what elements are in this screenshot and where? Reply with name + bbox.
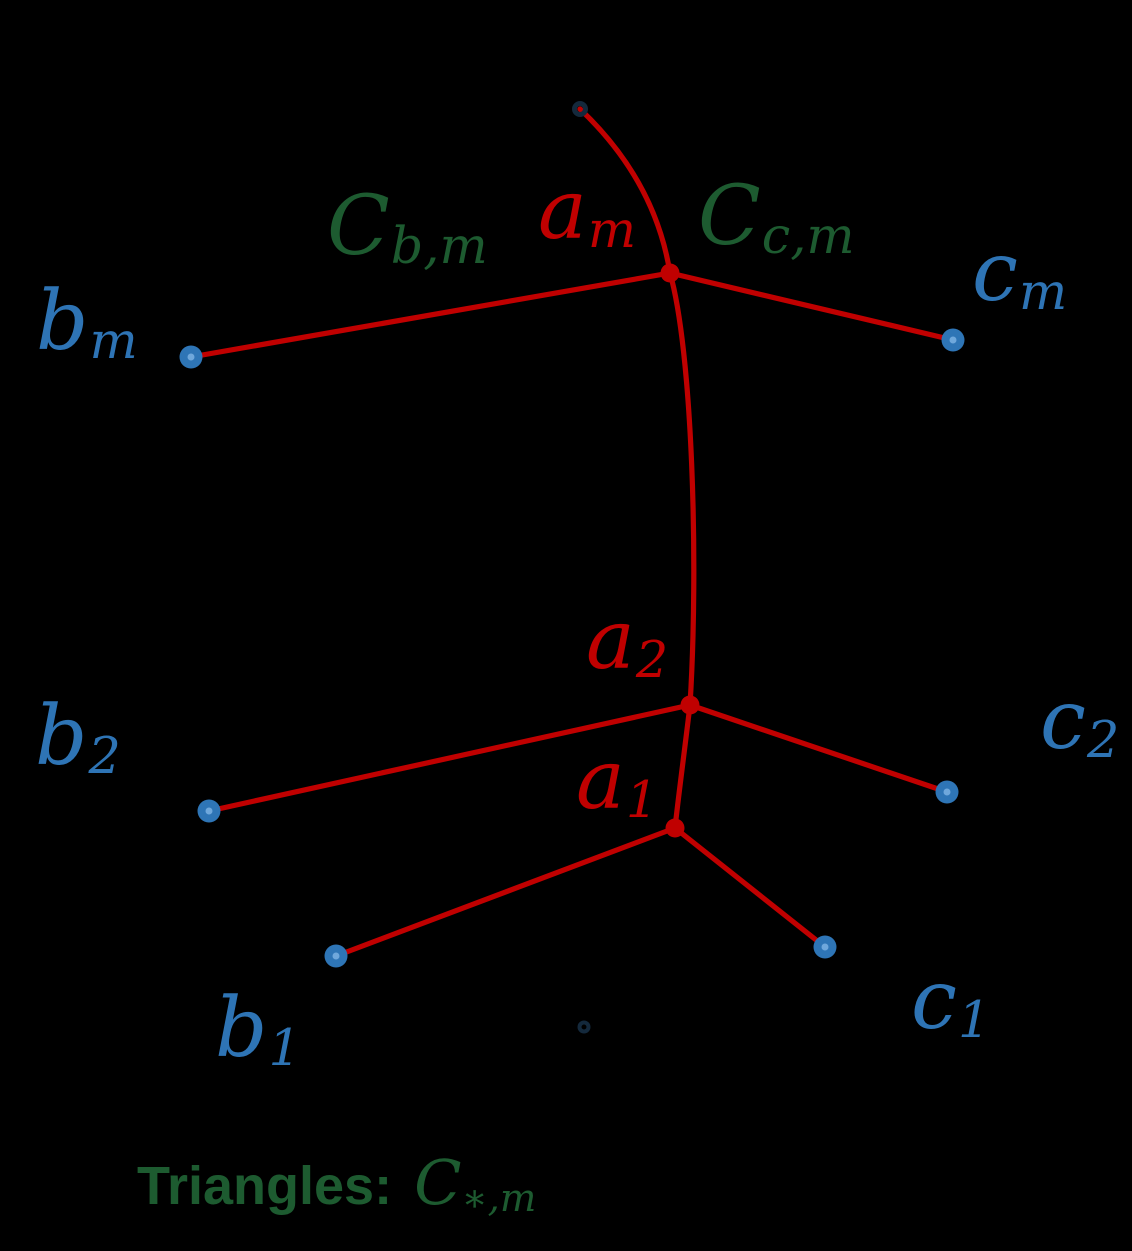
label-a1-subscript: 1	[625, 770, 659, 830]
caption-text: Triangles:	[137, 1156, 393, 1216]
label-b2-base: b	[35, 689, 88, 784]
label-a2: a2	[586, 600, 668, 686]
edge-am-bm	[188, 270, 673, 360]
label-bm-subscript: m	[89, 311, 138, 371]
label-c2-subscript: 2	[1086, 710, 1120, 770]
node-b1	[324, 944, 348, 968]
label-Cbm-base: C	[327, 179, 390, 274]
node-am	[660, 263, 680, 283]
label-a2-subscript: 2	[635, 630, 669, 690]
node-isolated-point	[577, 1020, 591, 1034]
label-am-base: a	[538, 163, 587, 258]
caption-math-base: C	[414, 1146, 462, 1219]
label-cm: cm	[972, 232, 1067, 318]
caption: Triangles: C∗,m	[137, 1152, 536, 1218]
node-curve-start	[572, 101, 588, 117]
label-cm-subscript: m	[1018, 262, 1068, 322]
node-a2	[680, 695, 700, 715]
label-b1-base: b	[215, 981, 268, 1076]
label-Ccm-base: C	[698, 169, 761, 264]
label-bm: bm	[36, 281, 138, 367]
edge-top-curve	[577, 106, 673, 276]
edge-a2-c2	[687, 702, 950, 795]
edge-a1-b1	[333, 825, 678, 959]
label-b2-subscript: 2	[88, 726, 121, 786]
node-c2	[935, 780, 959, 804]
label-am: am	[538, 170, 636, 256]
node-bm	[179, 345, 203, 369]
label-a1-base: a	[576, 733, 625, 828]
label-a2-base: a	[586, 593, 635, 688]
edge-trunk-am-a2	[667, 270, 697, 708]
label-am-subscript: m	[587, 200, 637, 260]
edge-a1-c1	[672, 825, 828, 950]
caption-math-symbol: C∗,m	[414, 1152, 536, 1218]
label-b1-subscript: 1	[268, 1018, 301, 1078]
edge-trunk-a2-a1	[672, 702, 693, 831]
label-bm-base: b	[36, 274, 89, 369]
caption-math-subscript: ∗,m	[461, 1175, 537, 1221]
label-a1: a1	[576, 740, 658, 826]
label-Cbm-subscript: b,m	[390, 216, 488, 276]
node-c1	[813, 935, 837, 959]
label-c1: c1	[911, 960, 990, 1046]
node-a1	[665, 818, 685, 838]
label-Ccm: Cc,m	[698, 176, 855, 262]
node-cm	[941, 328, 965, 352]
label-c2-base: c	[1040, 673, 1086, 768]
edge-am-cm	[667, 270, 956, 343]
label-Ccm-subscript: c,m	[761, 206, 855, 266]
label-c2: c2	[1040, 680, 1119, 766]
edge-a2-b2	[206, 702, 693, 814]
label-Cbm: Cb,m	[327, 186, 488, 272]
label-c1-base: c	[911, 953, 957, 1048]
node-b2	[197, 799, 221, 823]
label-b2: b2	[35, 696, 121, 782]
label-c1-subscript: 1	[957, 990, 991, 1050]
label-b1: b1	[215, 988, 301, 1074]
label-cm-base: c	[972, 225, 1018, 320]
